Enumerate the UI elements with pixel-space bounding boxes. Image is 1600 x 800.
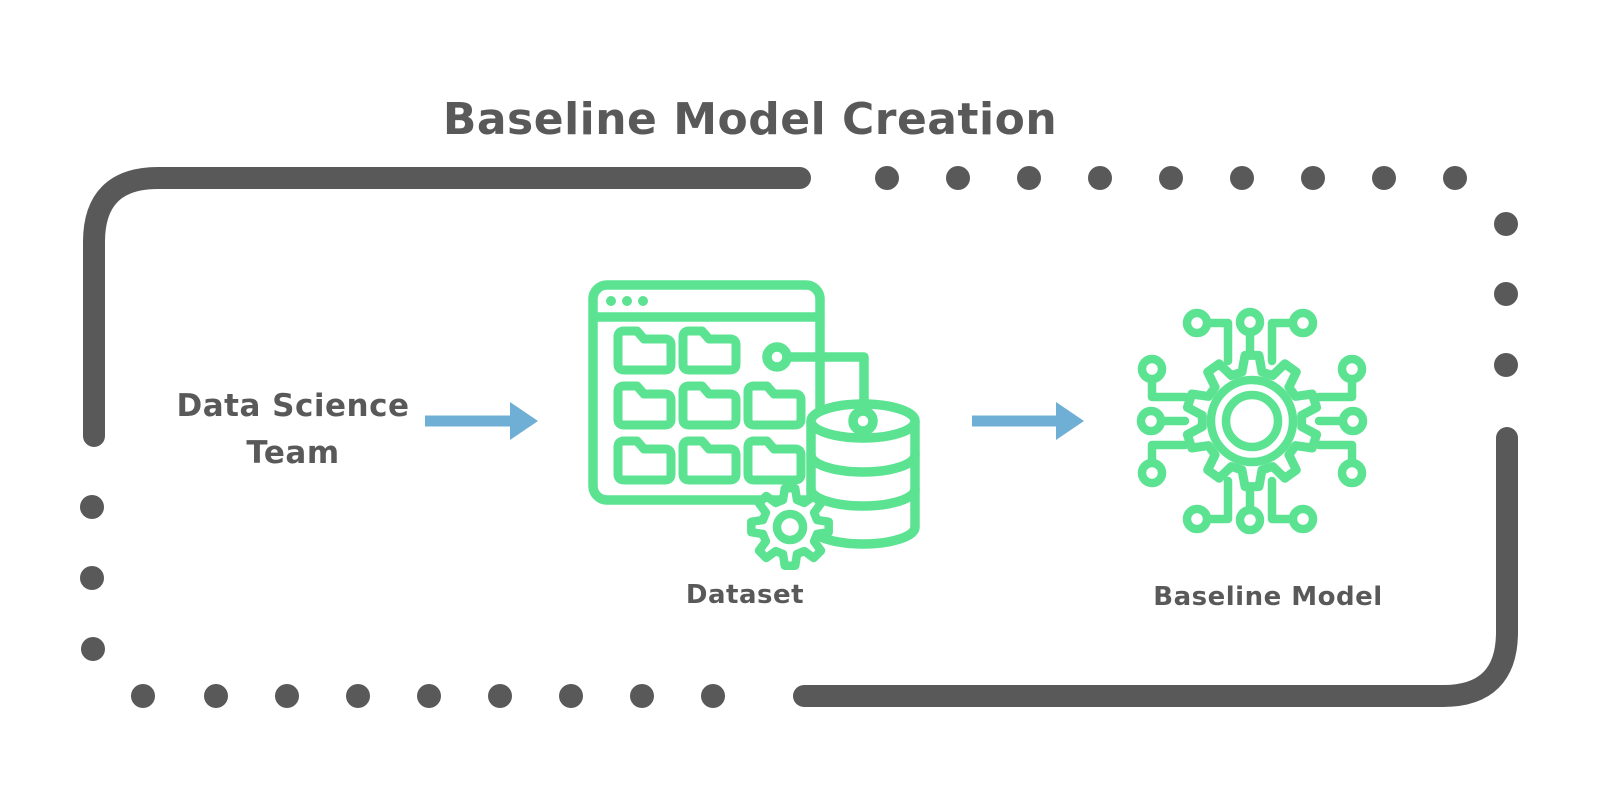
folder-icon <box>613 436 676 485</box>
folder-icon <box>613 326 676 375</box>
border-solid-segments <box>83 167 1518 707</box>
diagram-title: Baseline Model Creation <box>442 94 1058 145</box>
folder-icon <box>678 436 741 485</box>
border-dotted-segments <box>80 166 1518 708</box>
source-label-line2: Team <box>246 434 340 471</box>
circuit-gear-icon <box>1136 307 1368 535</box>
folders-database-gear-icon <box>588 280 920 570</box>
folder-icon <box>743 436 806 485</box>
gear-icon <box>1182 350 1322 492</box>
flow-arrows <box>425 402 1084 440</box>
data-science-team-label: Data Science Team <box>168 383 418 476</box>
folder-icon <box>678 381 741 430</box>
folder-icon <box>743 381 806 430</box>
arrow-right-icon-1 <box>425 402 538 440</box>
baseline-model-label: Baseline Model <box>1153 582 1383 612</box>
folder-icon <box>678 326 741 375</box>
dataset-label: Dataset <box>685 580 805 610</box>
source-label-line1: Data Science <box>176 388 410 424</box>
arrow-right-icon-2 <box>972 402 1084 440</box>
rounded-border <box>80 166 1518 708</box>
folder-icon <box>613 381 676 430</box>
gear-icon <box>747 484 833 570</box>
